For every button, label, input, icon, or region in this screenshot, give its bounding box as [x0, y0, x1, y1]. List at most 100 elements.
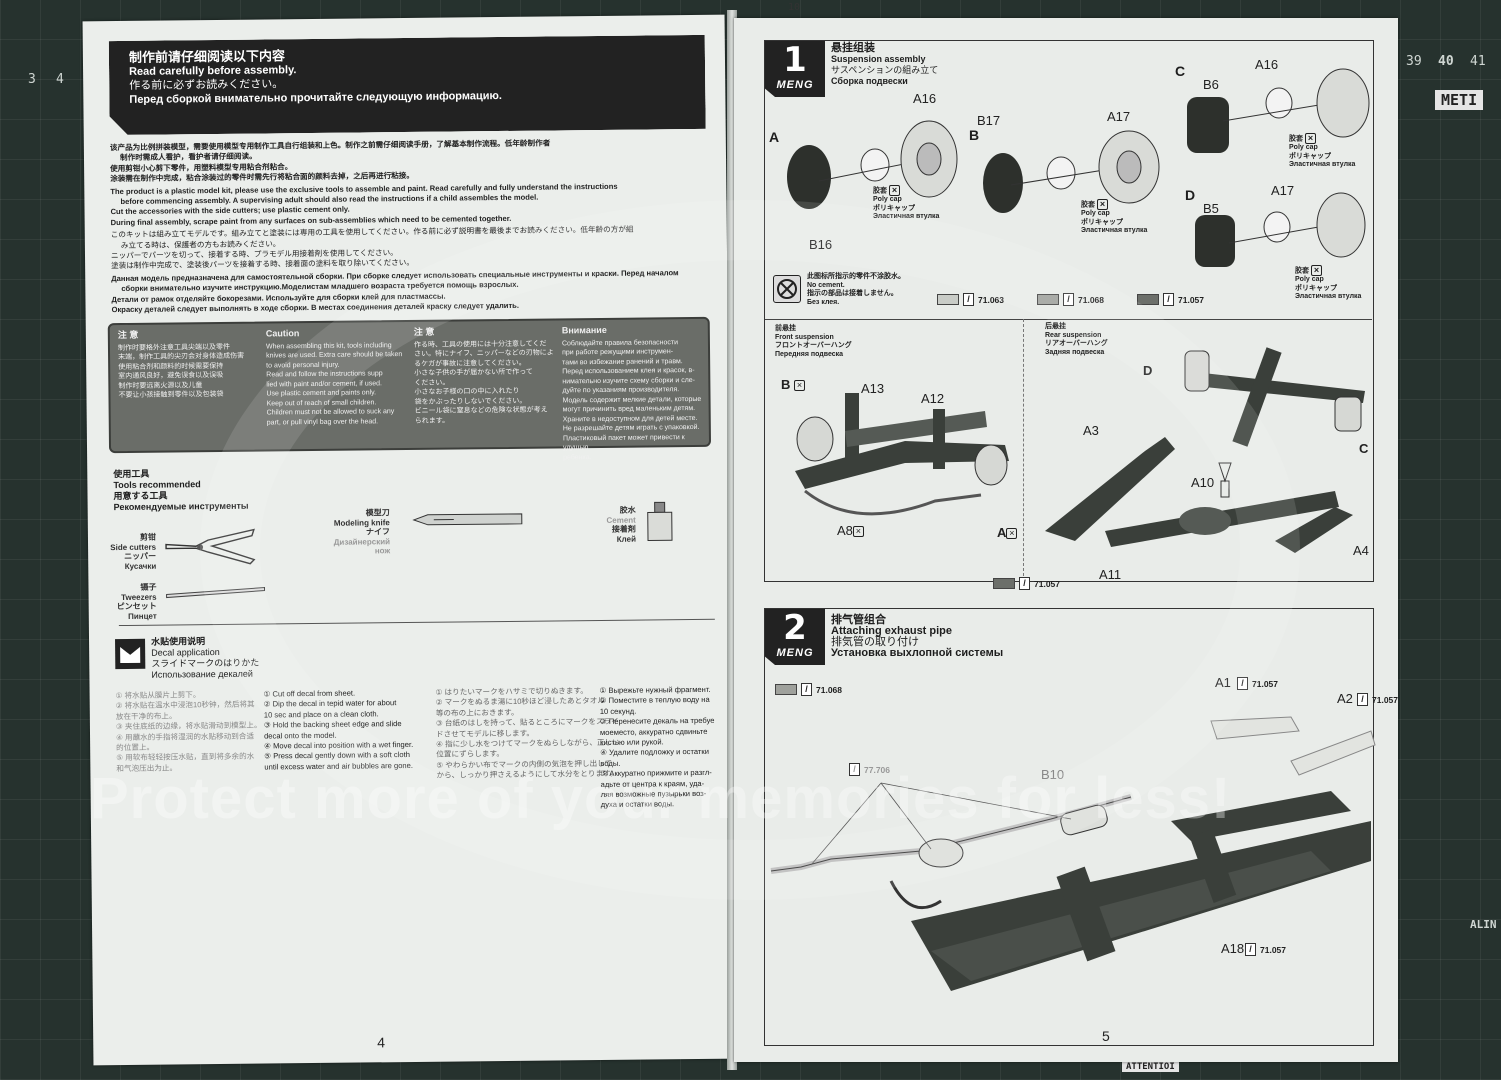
brush-icon: /	[1019, 577, 1030, 590]
part-a17-b: A17	[1107, 109, 1131, 124]
step-2-panel: 2 MENG 排气管组合 Attaching exhaust pipe 排気管の…	[764, 608, 1398, 1046]
exhaust-part-a18-id: A18	[1221, 941, 1245, 956]
brush-icon: /	[1237, 677, 1248, 690]
polycap-c-ru: Эластичная втулка	[1289, 161, 1356, 168]
polycap-a-zh: 胶套	[873, 187, 887, 195]
photo-watermark: Protect more of your memories for less!	[90, 766, 1232, 831]
caution-ru-title: Внимание	[561, 324, 607, 336]
caution-line-1-8: Children must not be allowed to suck any	[266, 408, 395, 417]
tweezers-icon	[166, 586, 266, 599]
sub-b-label: B	[969, 127, 980, 143]
caution-line-2-2: さい。特にナイフ、ニッパーなどの刃物によ	[414, 349, 554, 358]
cement-ru: Клей	[616, 534, 637, 544]
brush-icon: /	[1063, 293, 1074, 306]
paint-swatch-71057	[1137, 294, 1159, 305]
polycap-b-ja: ポリキャップ	[1081, 218, 1123, 226]
no-cement-icon: ×	[1006, 528, 1018, 540]
side-cutters-en: Side cutters	[110, 542, 157, 552]
knife-zh: 模型刀	[365, 508, 390, 518]
decal-zh-line-2: ② 将水贴在温水中浸泡10秒钟，然后将其	[115, 700, 255, 711]
paint-code-exhaust: 77.706	[864, 764, 890, 775]
brush-icon: /	[1245, 943, 1256, 956]
sub-d-label: D	[1185, 187, 1196, 203]
hub-assembly-d-drawing	[1195, 192, 1366, 267]
front-en: Front suspension	[775, 333, 834, 341]
brush-icon: /	[849, 763, 860, 776]
side-cutters-zh: 剪钳	[139, 532, 157, 542]
caution-ru: Внимание Соблюдайте правила безопасности…	[562, 325, 703, 462]
polycap-label-d: 胶套 × Poly cap ポリキャップ Эластичная втулка	[1295, 265, 1361, 302]
decal-divider	[118, 618, 715, 627]
tweezers-ru: Пинцет	[128, 611, 157, 621]
step-2-title-zh: 排气管组合	[831, 614, 886, 626]
exhaust-part-a2: A2	[1337, 691, 1353, 706]
caution-line-1-9: part, or pull vinyl bag over the head.	[266, 417, 379, 426]
caution-line-2-9: られます。	[414, 417, 450, 425]
decal-steps-zh: ① 将水贴从膜片上剪下。② 将水贴在温水中浸泡10秒钟，然后将其放在干净的布上。…	[116, 690, 262, 775]
exhaust-part-b10: B10	[1041, 767, 1064, 782]
no-cement-en: No cement.	[807, 281, 845, 289]
front-zh: 前悬挂	[775, 325, 796, 332]
no-cement-zh: 此图标所指示的零件不涂胶水。	[807, 273, 905, 280]
front-part-a8: A8×	[837, 523, 864, 538]
tool-knife-label: 模型刀 Modeling knife ナイフ Дизайнерский нож	[320, 508, 391, 556]
chassis-exhaust-drawing	[770, 716, 1376, 991]
caution-zh: 注 意 制作时要格外注意工具尖端以及零件末端，制作工具的尖刃会对身体造成伤害使用…	[118, 330, 259, 401]
no-cement-icon-c: ×	[1304, 133, 1316, 144]
caution-line-0-6: 不要让小孩接触到零件以及包装袋	[118, 390, 224, 400]
mat-attention-label: ATTENTIOI	[1122, 1062, 1179, 1072]
front-part-a-label: A	[997, 525, 1007, 540]
exhaust-part-a18: A18	[1221, 941, 1244, 956]
part-b6: B6	[1203, 77, 1219, 92]
rear-part-a4: A4	[1353, 543, 1369, 558]
paint-chip-exhaust-77706: / 77.706	[849, 763, 890, 776]
side-cutters-ja: ニッパー	[124, 551, 157, 561]
knife-ru: Дизайнерский нож	[333, 536, 391, 556]
no-cement-icon: ×	[794, 380, 806, 392]
decal-ru-line-4: ③ Перенесите декаль на требуе	[599, 716, 715, 727]
part-b17: B17	[977, 113, 1001, 128]
read-before-header: 制作前请仔细阅读以下内容 Read carefully before assem…	[109, 35, 706, 135]
exhaust-part-a1: A1	[1215, 675, 1231, 690]
front-suspension-drawing	[795, 393, 1009, 516]
front-part-a12: A12	[921, 391, 945, 406]
no-cement-ja: 指示の部品は接着しません。	[807, 290, 898, 297]
step-1-inner-divider	[765, 319, 1372, 320]
tweezers-en: Tweezers	[121, 592, 157, 602]
rear-zh: 后悬挂	[1045, 323, 1066, 330]
polycap-label-c: 胶套 × Poly cap ポリキャップ Эластичная втулка	[1289, 133, 1355, 170]
side-cutters-icon	[165, 528, 256, 565]
front-part-a: A×	[997, 525, 1018, 540]
paint-code-a18: 71.057	[1260, 944, 1286, 955]
tool-side-cutters-label: 剪钳 Side cutters ニッパー Кусачки	[106, 533, 156, 572]
modeling-knife-icon	[412, 513, 523, 526]
cement-bottle-icon	[647, 501, 673, 542]
paint-code-bottom: 71.057	[1034, 578, 1060, 589]
rear-part-d: D	[1143, 363, 1153, 378]
paint-chip-step2-71068: /71.068	[775, 683, 842, 696]
decal-ru-line-7: ④ Удалите подложку и остатки	[600, 747, 710, 758]
side-cutters-ru: Кусачки	[124, 561, 157, 571]
sub-a-label: A	[769, 129, 780, 145]
tweezers-ja: ピンセット	[116, 601, 157, 612]
caution-en-title: Caution	[265, 328, 300, 339]
paint-chip-a18: / 71.057	[1245, 943, 1286, 956]
decal-ja-line-2: ② マークをぬるま湯に10秒ほど浸したあとタオル	[435, 696, 605, 708]
brush-icon: /	[1357, 693, 1368, 706]
rear-suspension-label: 后悬挂 Rear suspension リアオーバーハング Задняя под…	[1045, 323, 1108, 357]
rear-part-a3: A3	[1083, 423, 1099, 438]
notes-block: 该产品为比例拼装模型，需要使用模型专用制作工具自行组装和上色。制作之前需仔细阅读…	[110, 137, 712, 316]
step-2-title-ru: Установка выхлопной системы	[831, 647, 1004, 659]
rear-ru: Задняя подвеска	[1045, 348, 1105, 356]
polycap-d-ja: ポリキャップ	[1295, 284, 1337, 292]
polycap-b-zh: 胶套	[1081, 201, 1095, 209]
ruler-right-40: 40	[1438, 54, 1454, 69]
paint-chip-a1: /71.057	[1237, 677, 1278, 690]
polycap-c-en: Poly cap	[1289, 144, 1318, 151]
polycap-label-a: 胶套 × Poly cap ポリキャップ Эластичная втулка	[873, 185, 939, 222]
cement-zh: 胶水	[619, 505, 636, 515]
knife-ja: ナイフ	[365, 527, 390, 537]
step-1-number: 1	[783, 40, 807, 80]
brush-icon: /	[1163, 293, 1174, 306]
tools-title-ru: Рекомендуемые инструменты	[113, 500, 249, 513]
